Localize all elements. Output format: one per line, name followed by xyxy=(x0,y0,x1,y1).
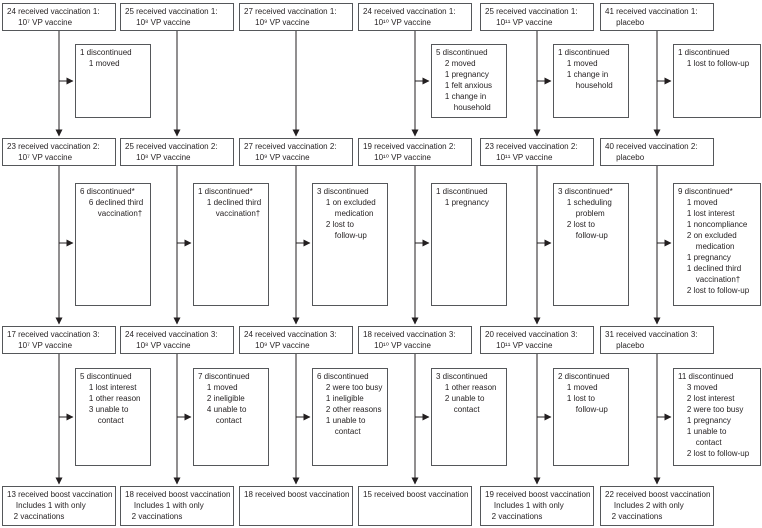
box-dropout2-10e9: 3 discontinued 1 on excluded medication … xyxy=(312,183,388,306)
box-dropout2-10e11: 3 discontinued* 1 scheduling problem 2 l… xyxy=(553,183,629,306)
box-dropout2-10e7: 6 discontinued* 6 declined third vaccina… xyxy=(75,183,151,306)
box-dropout3-placebo: 11 discontinued 3 moved 2 lost interest … xyxy=(673,368,761,466)
box-vaccination1-10e8: 25 received vaccination 1: 10⁸ VP vaccin… xyxy=(120,3,234,31)
box-dropout3-10e11: 2 discontinued 1 moved 1 lost to follow-… xyxy=(553,368,629,466)
box-dropout1-10e7: 1 discontinued 1 moved xyxy=(75,44,151,118)
box-vaccination2-10e10: 19 received vaccination 2: 10¹⁰ VP vacci… xyxy=(358,138,472,166)
box-vaccination2-10e8: 25 received vaccination 2: 10⁸ VP vaccin… xyxy=(120,138,234,166)
box-vaccination3-10e11: 20 received vaccination 3: 10¹¹ VP vacci… xyxy=(480,326,594,354)
box-dropout1-placebo: 1 discontinued 1 lost to follow-up xyxy=(673,44,761,118)
box-vaccination2-10e7: 23 received vaccination 2: 10⁷ VP vaccin… xyxy=(2,138,116,166)
box-boost-placebo: 22 received boost vaccination Includes 2… xyxy=(600,486,714,526)
box-boost-10e10: 15 received boost vaccination xyxy=(358,486,472,526)
box-vaccination3-placebo: 31 received vaccination 3: placebo xyxy=(600,326,714,354)
box-dropout3-10e9: 6 discontinued 2 were too busy 1 ineligi… xyxy=(312,368,388,466)
box-boost-10e11: 19 received boost vaccination Includes 1… xyxy=(480,486,594,526)
box-vaccination1-10e11: 25 received vaccination 1: 10¹¹ VP vacci… xyxy=(480,3,594,31)
box-vaccination3-10e8: 24 received vaccination 3: 10⁸ VP vaccin… xyxy=(120,326,234,354)
box-dropout1-10e10: 5 discontinued 2 moved 1 pregnancy 1 fel… xyxy=(431,44,507,118)
box-dropout2-placebo: 9 discontinued* 1 moved 1 lost interest … xyxy=(673,183,761,306)
box-vaccination2-placebo: 40 received vaccination 2: placebo xyxy=(600,138,714,166)
box-vaccination1-10e10: 24 received vaccination 1: 10¹⁰ VP vacci… xyxy=(358,3,472,31)
box-boost-10e9: 18 received boost vaccination xyxy=(239,486,353,526)
box-vaccination3-10e7: 17 received vaccination 3: 10⁷ VP vaccin… xyxy=(2,326,116,354)
box-dropout3-10e7: 5 discontinued 1 lost interest 1 other r… xyxy=(75,368,151,466)
box-boost-10e7: 13 received boost vaccination Includes 1… xyxy=(2,486,116,526)
box-vaccination1-10e7: 24 received vaccination 1: 10⁷ VP vaccin… xyxy=(2,3,116,31)
box-vaccination1-10e9: 27 received vaccination 1: 10⁹ VP vaccin… xyxy=(239,3,353,31)
box-vaccination2-10e11: 23 received vaccination 2: 10¹¹ VP vacci… xyxy=(480,138,594,166)
box-vaccination3-10e10: 18 received vaccination 3: 10¹⁰ VP vacci… xyxy=(358,326,472,354)
box-dropout3-10e8: 7 discontinued 1 moved 2 ineligible 4 un… xyxy=(193,368,269,466)
box-dropout2-10e10: 1 discontinued 1 pregnancy xyxy=(431,183,507,306)
box-vaccination2-10e9: 27 received vaccination 2: 10⁹ VP vaccin… xyxy=(239,138,353,166)
box-vaccination3-10e9: 24 received vaccination 3: 10⁹ VP vaccin… xyxy=(239,326,353,354)
box-dropout1-10e11: 1 discontinued 1 moved 1 change in house… xyxy=(553,44,629,118)
box-dropout3-10e10: 3 discontinued 1 other reason 2 unable t… xyxy=(431,368,507,466)
box-boost-10e8: 18 received boost vaccination Includes 1… xyxy=(120,486,234,526)
box-dropout2-10e8: 1 discontinued* 1 declined third vaccina… xyxy=(193,183,269,306)
box-vaccination1-placebo: 41 received vaccination 1: placebo xyxy=(600,3,714,31)
